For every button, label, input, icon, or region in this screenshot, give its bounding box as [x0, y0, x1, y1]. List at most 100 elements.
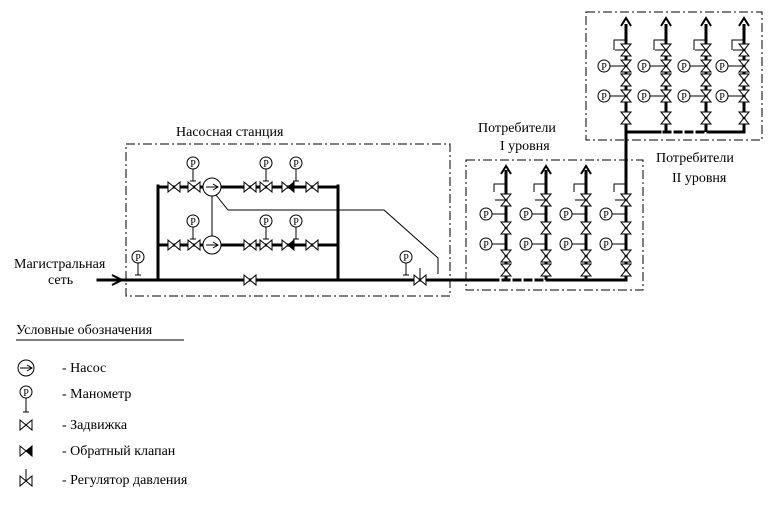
gate-valve-icon	[259, 238, 273, 252]
svg-text:P: P	[601, 62, 607, 73]
manometer-icon: P	[479, 207, 506, 221]
pressure-regulator-icon	[495, 193, 513, 207]
pump-icon	[202, 177, 222, 197]
manometer-icon: P	[637, 89, 666, 103]
gate-valve-icon	[243, 273, 257, 287]
consumer-branch-riser	[613, 183, 626, 192]
consumers-l1-subtitle: I уровня	[500, 139, 550, 154]
gate-valve-icon	[539, 249, 553, 263]
consumers-l2-title: Потребители	[656, 151, 734, 166]
svg-text:P: P	[641, 62, 647, 73]
manometer-icon: P	[186, 214, 200, 240]
pressure-regulator-icon	[615, 193, 633, 207]
manometer-icon: P	[519, 237, 546, 251]
main-network-label: Магистральная	[14, 257, 106, 272]
pressure-regulator-icon	[733, 43, 751, 57]
svg-text:P: P	[601, 92, 607, 103]
pressure-regulator-icon	[19, 469, 33, 488]
svg-text:P: P	[719, 92, 725, 103]
pump-icon	[17, 359, 35, 377]
svg-text:P: P	[190, 217, 196, 228]
gate-valve-icon	[737, 111, 751, 125]
main-pipeline	[96, 130, 746, 286]
gate-valve-icon	[579, 221, 593, 235]
pressure-regulator-icon	[615, 43, 633, 57]
svg-text:P: P	[135, 253, 141, 264]
consumers-l2-boundary	[585, 11, 763, 141]
svg-text:P: P	[483, 210, 489, 221]
manometer-icon: P	[559, 207, 586, 221]
legend-label-gate-valve: - Задвижка	[62, 418, 128, 433]
pressure-regulator-icon	[535, 193, 553, 207]
gate-valve-icon	[699, 89, 713, 103]
pump-icon	[202, 235, 222, 255]
svg-text:P: P	[190, 159, 196, 170]
svg-text:P: P	[293, 159, 299, 170]
manometer-icon: P	[289, 214, 303, 240]
gate-valve-icon	[579, 249, 593, 263]
manometer-icon: P	[399, 250, 413, 276]
gate-valve-icon	[619, 221, 633, 235]
svg-text:P: P	[681, 92, 687, 103]
gate-valve-icon	[659, 89, 673, 103]
gate-valve-icon	[619, 59, 633, 73]
gate-valve-icon	[619, 73, 633, 87]
gate-valve-icon	[699, 111, 713, 125]
manometer-icon: P	[677, 59, 706, 73]
svg-text:P: P	[523, 210, 529, 221]
manometer-icon: P	[715, 59, 744, 73]
gate-valve-icon	[167, 238, 181, 252]
svg-text:P: P	[403, 253, 409, 264]
gate-valve-icon	[243, 238, 257, 252]
manometer-icon: P	[131, 250, 145, 276]
manometer-icon: P	[597, 59, 626, 73]
control-line	[211, 189, 439, 274]
manometer-icon: P	[677, 89, 706, 103]
svg-text:P: P	[523, 240, 529, 251]
legend-title: Условные обозначения	[16, 323, 153, 338]
manometer-icon: P	[519, 207, 546, 221]
legend-label-check-valve: - Обратный клапан	[62, 444, 176, 459]
manometer-icon: P	[559, 237, 586, 251]
manometer-icon: P	[186, 156, 200, 182]
gate-valve-icon	[659, 111, 673, 125]
legend-label-pressure-regulator: - Регулятор давления	[62, 473, 188, 488]
gate-valve-icon	[259, 180, 273, 194]
check-valve-icon	[281, 180, 295, 194]
svg-text:P: P	[603, 210, 609, 221]
manometer-icon: P	[19, 385, 33, 413]
gate-valve-icon	[619, 249, 633, 263]
manometer-icon: P	[259, 156, 273, 182]
gate-valve-icon	[187, 180, 201, 194]
gate-valve-icon	[659, 59, 673, 73]
svg-text:P: P	[563, 210, 569, 221]
svg-text:P: P	[483, 240, 489, 251]
manometer-icon: P	[259, 214, 273, 240]
manometer-icon: P	[289, 156, 303, 182]
consumers-l2-subtitle: II уровня	[672, 171, 727, 186]
gate-valve-icon	[539, 221, 553, 235]
svg-text:P: P	[293, 217, 299, 228]
gate-valve-icon	[19, 418, 33, 432]
manometer-icon: P	[637, 59, 666, 73]
manometer-icon: P	[599, 207, 626, 221]
gate-valve-icon	[659, 73, 673, 87]
main-network-label-2: сеть	[48, 273, 73, 288]
manometer-icon: P	[479, 237, 506, 251]
gate-valve-icon	[499, 263, 513, 277]
pressure-regulator-icon	[413, 268, 427, 287]
legend-label-pump: - Насос	[62, 361, 106, 376]
consumers-l1-title: Потребители	[478, 121, 556, 136]
gate-valve-icon	[619, 111, 633, 125]
gate-valve-icon	[167, 180, 181, 194]
gate-valve-icon	[499, 249, 513, 263]
svg-text:P: P	[681, 62, 687, 73]
gate-valve-icon	[619, 89, 633, 103]
gate-valve-icon	[619, 263, 633, 277]
pump-station-title: Насосная станция	[176, 125, 284, 140]
svg-text:P: P	[263, 159, 269, 170]
gate-valve-icon	[699, 59, 713, 73]
svg-text:P: P	[563, 240, 569, 251]
